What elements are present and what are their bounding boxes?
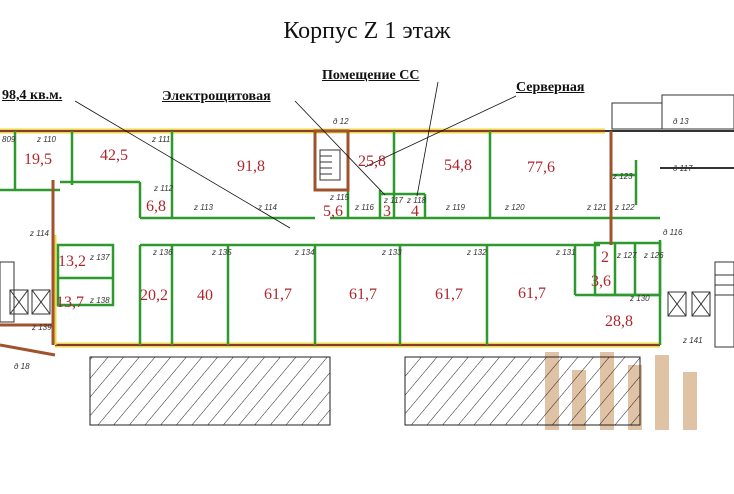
room-code: z 118	[407, 196, 426, 205]
room-code: z 131	[556, 248, 576, 257]
room-area: 20,2	[140, 287, 168, 304]
door-code: д 12	[333, 117, 349, 126]
room-code: z 123	[613, 172, 633, 181]
room-area: 28,8	[605, 313, 633, 330]
room-code: z 136	[153, 248, 173, 257]
room-code: z 139	[32, 323, 52, 332]
room-area: 25,8	[358, 153, 386, 170]
room-area: 61,7	[435, 286, 463, 303]
room-code: z 110	[37, 135, 56, 144]
room-area: 3	[383, 203, 391, 220]
room-code: z 121	[587, 203, 607, 212]
room-area: 13,2	[58, 253, 86, 270]
stairs-center	[319, 149, 341, 181]
room-code: z 132	[467, 248, 487, 257]
room-area: 3,6	[591, 273, 611, 290]
callout-server-room: Серверная	[516, 80, 585, 95]
room-code: z 133	[382, 248, 402, 257]
room-area: 40	[197, 287, 213, 304]
room-area: 54,8	[444, 157, 472, 174]
room-code: z 120	[505, 203, 525, 212]
room-code: z 126	[644, 251, 664, 260]
room-code: z 116	[355, 203, 374, 212]
room-code: z 119	[446, 203, 465, 212]
plan-title: Корпус Z 1 этаж	[283, 18, 451, 44]
room-code: z 122	[615, 203, 635, 212]
room-code: z 137	[90, 253, 110, 262]
room-code: z 135	[212, 248, 232, 257]
room-area: 6,8	[146, 198, 166, 215]
room-area: 5,6	[323, 203, 343, 220]
room-area: 77,6	[527, 159, 555, 176]
room-code: 809	[2, 135, 16, 144]
callout-total-area: 98,4 кв.м.	[2, 88, 63, 103]
room-area: 2	[601, 249, 609, 266]
callout-cc-room: Помещение СС	[322, 68, 420, 83]
room-area: 13,7	[56, 294, 84, 311]
door-code: д 18	[14, 362, 30, 371]
room-area: 91,8	[237, 158, 265, 175]
room-code: z 111	[152, 135, 171, 144]
door-code: д 13	[673, 117, 689, 126]
room-area: 19,5	[24, 151, 52, 168]
room-code: z 141	[683, 336, 703, 345]
callout-arrows	[74, 81, 517, 229]
room-area: 61,7	[518, 285, 546, 302]
room-code: z 115	[330, 193, 349, 202]
room-code: z 112	[154, 184, 173, 193]
callout-electrical-room: Электрощитовая	[162, 89, 271, 104]
terrace-right	[404, 356, 641, 426]
terrace-left	[89, 356, 331, 426]
outer-walls	[0, 94, 734, 357]
room-code: z 127	[617, 251, 637, 260]
elevators-right	[667, 261, 734, 348]
door-code: д 116	[663, 228, 683, 237]
stairs-left	[0, 261, 51, 323]
room-area: 61,7	[264, 286, 292, 303]
room-code: z 113	[194, 203, 213, 212]
room-area: 42,5	[100, 147, 128, 164]
room-code: z 114	[30, 229, 49, 238]
room-area: 4	[411, 203, 419, 220]
partitions	[0, 131, 662, 345]
room-code: z 114	[258, 203, 277, 212]
room-code: z 134	[295, 248, 315, 257]
room-code: z 130	[630, 294, 650, 303]
room-area: 61,7	[349, 286, 377, 303]
door-code: д 117	[673, 164, 693, 173]
brown-walls	[0, 129, 613, 345]
room-code: z 117	[384, 196, 403, 205]
room-code: z 138	[90, 296, 110, 305]
